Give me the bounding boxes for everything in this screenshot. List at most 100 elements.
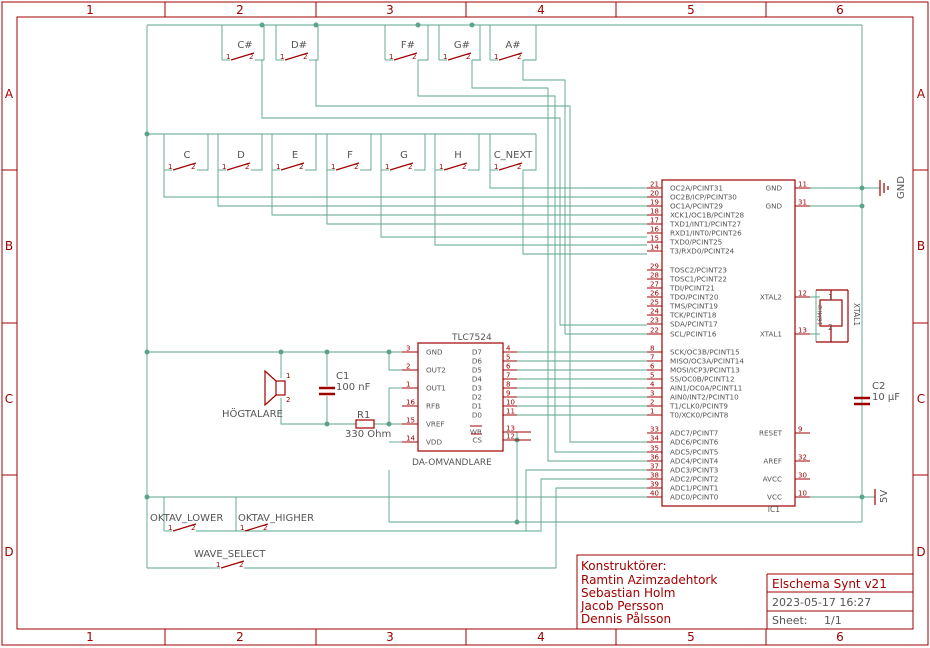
pin-number: 28	[650, 272, 659, 280]
pin-name: TXD1/INT1/PCINT27	[669, 220, 741, 229]
switch-pin2: 2	[249, 53, 253, 61]
col-label-top: 3	[386, 3, 394, 17]
pin-name: T0/XCK0/PCINT8	[669, 411, 729, 420]
c1-value: 100 nF	[336, 382, 371, 393]
pin-number: 17	[650, 217, 659, 225]
authors-heading: Konstruktörer:	[581, 559, 667, 573]
switch-pin1: 1	[443, 53, 447, 61]
switch-pin2: 2	[299, 163, 303, 171]
col-label-bottom: 2	[236, 630, 244, 644]
col-label-bottom: 1	[86, 630, 94, 644]
switch-pin1: 1	[331, 163, 335, 171]
col-label-top: 6	[836, 3, 844, 17]
dac-name: TLC7524	[451, 333, 492, 343]
pin-name: WR	[470, 428, 482, 437]
vcc-symbol: 5V	[874, 489, 890, 505]
pin-number: 9	[506, 390, 510, 398]
speaker-pin2: 2	[286, 396, 290, 404]
switch-label: F#	[401, 40, 415, 51]
row-label-left: C	[5, 392, 13, 406]
dac-pin: 6D5	[472, 363, 517, 375]
pin-name: SDA/PCINT17	[670, 320, 718, 329]
crystal-name: XTAL1	[852, 303, 861, 326]
pin-name: SCK/OC3B/PCINT15	[670, 348, 740, 357]
pin-number: 8	[506, 381, 510, 389]
drawing-title: Elschema Synt v21	[772, 577, 887, 591]
pin-number: 12	[798, 290, 807, 298]
col-label-top: 2	[236, 3, 244, 17]
pin-number: 40	[650, 490, 659, 498]
dac-pin: 4D7	[472, 345, 517, 357]
pin-number: 20	[650, 190, 659, 198]
pin-name: AREF	[763, 457, 782, 466]
switch-pin2: 2	[517, 53, 521, 61]
pin-number: 16	[406, 399, 415, 407]
dac-pin: 7D4	[472, 372, 517, 384]
pin-number: 7	[506, 372, 510, 380]
switch-pin2: 2	[412, 53, 416, 61]
switch-pin2: 2	[466, 53, 470, 61]
pin-number: 11	[506, 408, 515, 416]
pin-number: 36	[650, 454, 659, 462]
switch-pin1: 1	[439, 163, 443, 171]
crystal-pin1: 1	[828, 293, 833, 302]
sheet-label: Sheet:	[772, 614, 808, 627]
pin-name: VREF	[426, 420, 445, 429]
wires	[146, 24, 880, 569]
pin-number: 9	[798, 426, 802, 434]
switch-pin1: 1	[276, 163, 280, 171]
c2-value: 10 µF	[872, 392, 900, 403]
pin-name: OC1A/PCINT29	[670, 202, 723, 211]
pin-name: T1/CLK0/PCINT9	[669, 402, 728, 411]
switch-pin2: 2	[354, 163, 358, 171]
pin-name: ADC3/PCINT3	[670, 466, 718, 475]
pin-number: 27	[650, 281, 659, 289]
pin-number: 23	[650, 317, 659, 325]
pin-name: RXD1/INT0/PCINT26	[670, 229, 742, 238]
pin-number: 31	[798, 199, 807, 207]
pin-name: ADC7/PCINT7	[670, 429, 718, 438]
switch-pin2: 2	[239, 561, 243, 569]
capacitor-c1: C1 100 nF	[319, 371, 371, 396]
switch-pin2: 2	[517, 163, 521, 171]
pin-number: 35	[650, 445, 659, 453]
pin-name: AVCC	[763, 475, 782, 484]
switch-label: OKTAV_HIGHER	[238, 513, 314, 524]
pin-name: TDO/PCINT20	[669, 293, 719, 302]
switch-pin1: 1	[280, 53, 284, 61]
pin-name: ADC2/PCINT2	[670, 475, 718, 484]
pin-name: MOSI/ICP3/PCINT13	[670, 366, 740, 375]
pin-name: D1	[472, 402, 482, 411]
pin-name: ADC1/PCINT1	[670, 484, 718, 493]
pin-number: 37	[650, 463, 659, 471]
dac-pin: 9D2	[472, 390, 517, 402]
crystal-value: 16MHz	[817, 305, 824, 325]
switch-label: G#	[454, 40, 470, 51]
pin-number: 13	[506, 425, 515, 433]
pin-name: VCC	[767, 493, 782, 502]
sheet-value: 1/1	[824, 614, 842, 627]
junctions	[144, 22, 865, 525]
col-label-bottom: 5	[687, 630, 695, 644]
switch-label: G	[400, 150, 408, 161]
pin-number: 11	[798, 181, 807, 189]
